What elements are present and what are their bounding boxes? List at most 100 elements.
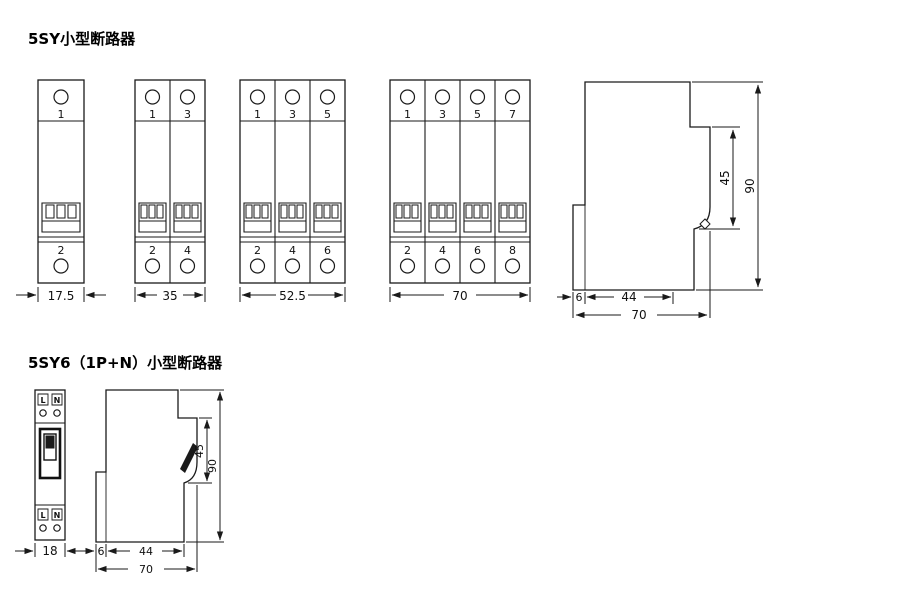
terminal-hole bbox=[469, 258, 486, 274]
terminal-number: 2 bbox=[404, 244, 411, 257]
section1-title: 5SY小型断路器 bbox=[28, 30, 136, 48]
terminal-hole bbox=[53, 524, 61, 532]
dimension-label: 35 bbox=[162, 289, 177, 303]
terminal-number: 4 bbox=[184, 244, 191, 257]
dim-side-heights: 45 90 bbox=[692, 81, 763, 291]
dim-4p-width: 70 bbox=[389, 287, 531, 303]
toggle-frame bbox=[38, 427, 62, 480]
terminal-hole bbox=[469, 89, 486, 105]
terminal-label-boxes bbox=[37, 393, 63, 521]
terminal-number: 7 bbox=[509, 108, 516, 121]
terminal-hole bbox=[53, 258, 69, 274]
terminal-hole bbox=[179, 258, 196, 274]
dimension-label: 52.5 bbox=[279, 289, 306, 303]
dim-1pn-heights: 45 90 bbox=[180, 389, 224, 543]
dimension-label: 70 bbox=[452, 289, 467, 303]
terminal-number: 8 bbox=[509, 244, 516, 257]
terminal-number: 5 bbox=[324, 108, 331, 121]
dimension-label: 6 bbox=[576, 291, 583, 304]
breaker-1pn-front: L N L N bbox=[34, 389, 66, 541]
terminal-letter: N bbox=[54, 511, 61, 520]
dimension-label: 44 bbox=[621, 290, 636, 304]
terminal-number: 4 bbox=[439, 244, 446, 257]
pole-divider bbox=[424, 80, 496, 283]
terminal-hole bbox=[144, 89, 161, 105]
dim-1pn-width: 18 bbox=[15, 543, 85, 558]
breaker-side-view bbox=[572, 81, 711, 291]
terminal-letter: N bbox=[54, 396, 61, 405]
terminal-number: 2 bbox=[149, 244, 156, 257]
terminal-hole bbox=[53, 409, 61, 417]
breaker-4p-front: 1 3 5 7 2 4 6 8 bbox=[389, 79, 531, 284]
extension-ticks bbox=[95, 485, 198, 572]
terminal-letter: L bbox=[40, 511, 45, 520]
terminal-number: 2 bbox=[58, 244, 65, 257]
breaker-3p-front: 1 3 5 2 4 6 bbox=[239, 79, 346, 284]
breaker-1p-front: 1 2 bbox=[37, 79, 85, 284]
section2-title: 5SY6（1P+N）小型断路器 bbox=[28, 354, 223, 372]
dim-1pn-depths: 6 44 70 bbox=[80, 485, 198, 576]
terminal-number: 3 bbox=[439, 108, 446, 121]
dimension-label: 17.5 bbox=[48, 289, 75, 303]
side-profile bbox=[95, 389, 198, 543]
dimension-label: 70 bbox=[139, 563, 153, 576]
switch-block-frame bbox=[243, 202, 342, 233]
terminal-hole bbox=[504, 89, 521, 105]
dimension-label: 90 bbox=[743, 178, 757, 193]
terminal-number: 1 bbox=[58, 108, 65, 121]
dimension-label: 45 bbox=[193, 444, 206, 458]
body-section-lines bbox=[390, 120, 530, 243]
terminal-hole bbox=[249, 258, 266, 274]
breaker-1pn-side bbox=[95, 389, 198, 543]
terminal-hole bbox=[319, 258, 336, 274]
switch-block-teeth bbox=[395, 204, 524, 219]
dimension-label: 45 bbox=[718, 170, 732, 185]
extension-ticks bbox=[37, 287, 85, 302]
terminal-number: 4 bbox=[289, 244, 296, 257]
terminal-number: 1 bbox=[149, 108, 156, 121]
terminal-hole bbox=[39, 409, 47, 417]
extension-lines bbox=[692, 81, 763, 291]
breaker-2p-front: 1 3 2 4 bbox=[134, 79, 206, 284]
extension-ticks bbox=[134, 287, 206, 302]
dim-side-depths: 6 44 70 bbox=[557, 231, 711, 322]
terminal-hole bbox=[179, 89, 196, 105]
switch-block-frame bbox=[41, 202, 81, 233]
dim-2p-width: 35 bbox=[134, 287, 206, 303]
terminal-hole bbox=[434, 258, 451, 274]
terminal-number: 6 bbox=[474, 244, 481, 257]
dim-1p-width: 17.5 bbox=[16, 287, 106, 303]
terminal-hole bbox=[249, 89, 266, 105]
body-section-lines bbox=[240, 120, 345, 243]
body-section-lines bbox=[38, 120, 84, 243]
toggle-lever bbox=[180, 443, 198, 473]
switch-block-frame bbox=[393, 202, 527, 233]
extension-ticks bbox=[572, 231, 711, 318]
switch-block-teeth bbox=[45, 204, 77, 219]
extension-ticks bbox=[34, 543, 66, 557]
breaker-body bbox=[239, 79, 346, 284]
terminal-hole bbox=[504, 258, 521, 274]
dim-3p-width: 52.5 bbox=[239, 287, 346, 303]
dimension-label: 18 bbox=[42, 544, 57, 558]
dimension-label: 6 bbox=[98, 545, 105, 558]
terminal-number: 3 bbox=[289, 108, 296, 121]
terminal-hole bbox=[434, 89, 451, 105]
pole-divider bbox=[274, 80, 311, 283]
terminal-hole bbox=[284, 89, 301, 105]
breaker-body bbox=[37, 79, 85, 284]
side-profile bbox=[572, 81, 711, 291]
terminal-letter: L bbox=[40, 396, 45, 405]
terminal-number: 1 bbox=[254, 108, 261, 121]
terminal-hole bbox=[399, 89, 416, 105]
terminal-number: 3 bbox=[184, 108, 191, 121]
terminal-hole bbox=[284, 258, 301, 274]
dimension-label: 70 bbox=[631, 308, 646, 322]
terminal-hole bbox=[53, 89, 69, 105]
switch-block-frame bbox=[138, 202, 202, 233]
extension-ticks bbox=[239, 287, 346, 302]
terminal-number: 1 bbox=[404, 108, 411, 121]
extension-lines bbox=[180, 389, 224, 543]
